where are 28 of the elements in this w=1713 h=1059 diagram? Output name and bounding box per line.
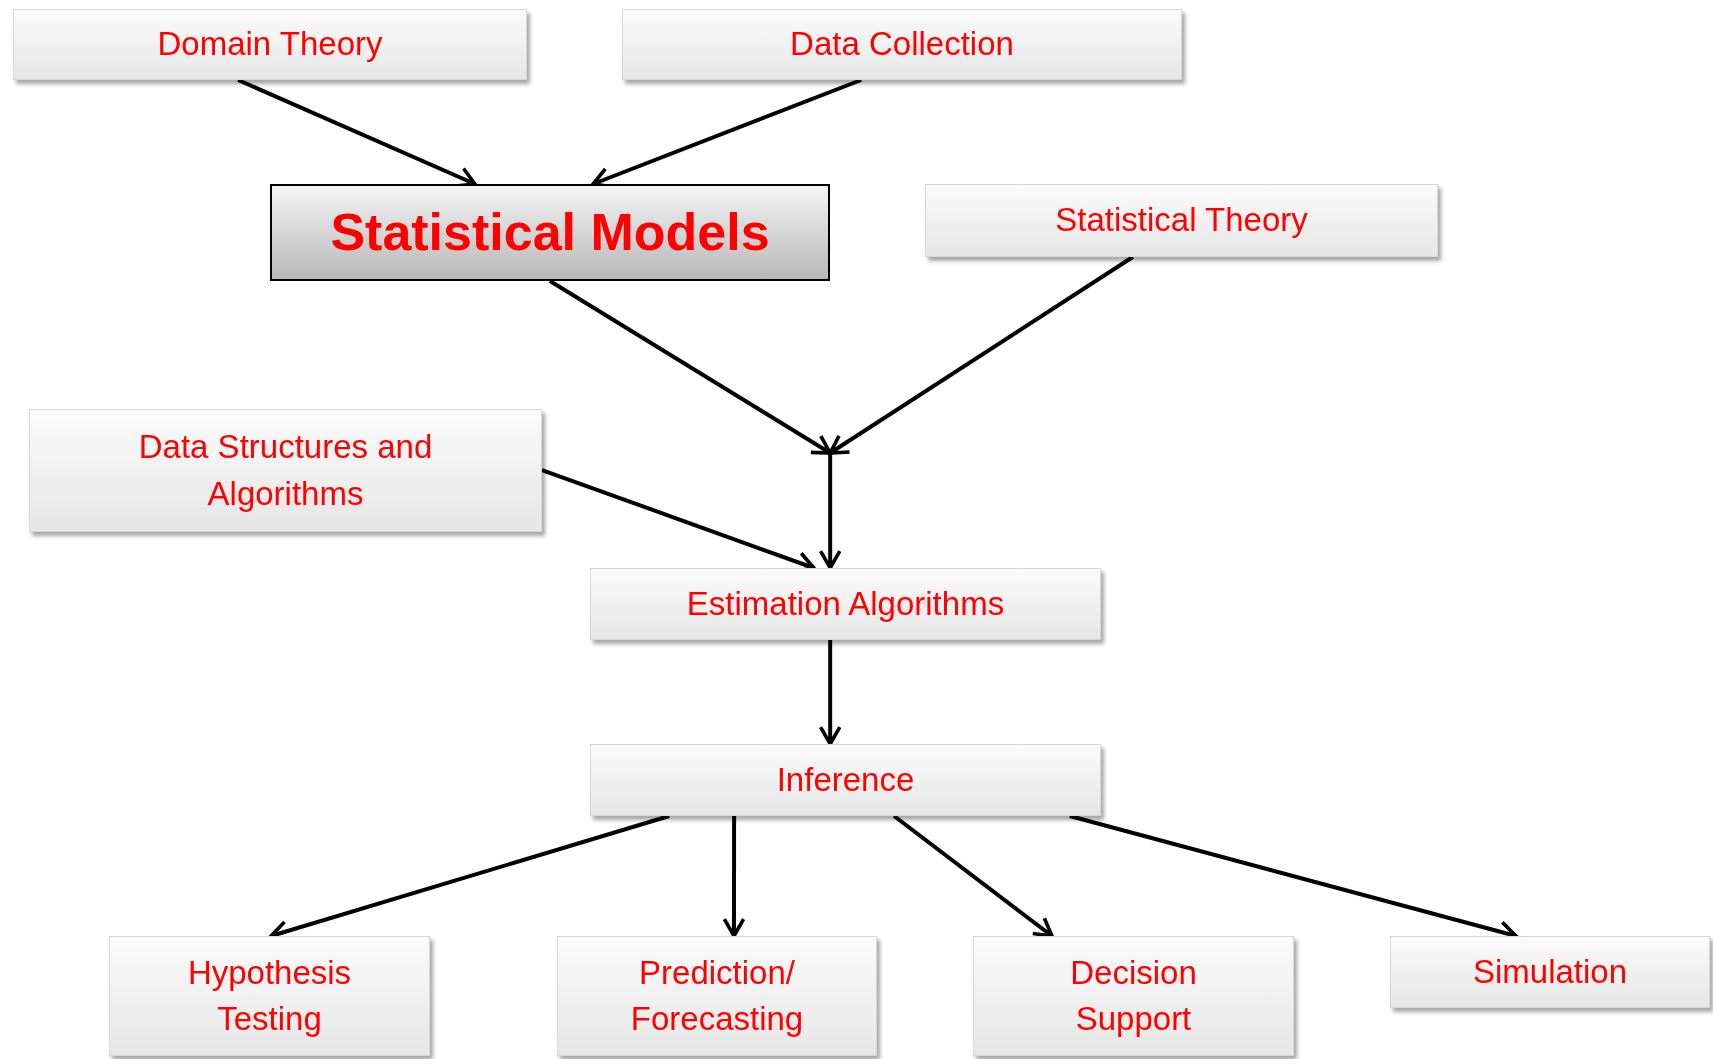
box-label: Statistical Models [330, 202, 770, 263]
process-box [590, 568, 1101, 640]
process-box [557, 936, 877, 1056]
process-box [1390, 936, 1710, 1008]
box-label: Hypothesis Testing [186, 952, 353, 1039]
process-box [590, 744, 1101, 816]
process-box [622, 9, 1182, 80]
box-label: Estimation Algorithms [686, 583, 1005, 624]
box-label: Data Collection [790, 24, 1014, 65]
process-box [29, 409, 542, 532]
arrow [818, 453, 842, 570]
process-box [109, 936, 430, 1056]
box-label: Decision Support [1069, 952, 1198, 1039]
arrow [722, 816, 746, 938]
arrow [828, 255, 1134, 455]
box-label: Prediction/ Forecasting [629, 952, 805, 1039]
process-box [925, 184, 1438, 257]
box-label: Inference [776, 759, 915, 800]
box-label: Data Structures and Algorithms [137, 427, 434, 514]
box-label: Domain Theory [157, 24, 383, 65]
box-label: Simulation [1472, 951, 1628, 992]
arrow [892, 814, 1054, 938]
process-box [13, 9, 527, 80]
arrow [548, 279, 832, 455]
highlighted-box [270, 184, 830, 281]
arrow [818, 640, 842, 746]
process-box [973, 936, 1294, 1056]
box-label: Statistical Theory [1055, 200, 1308, 241]
